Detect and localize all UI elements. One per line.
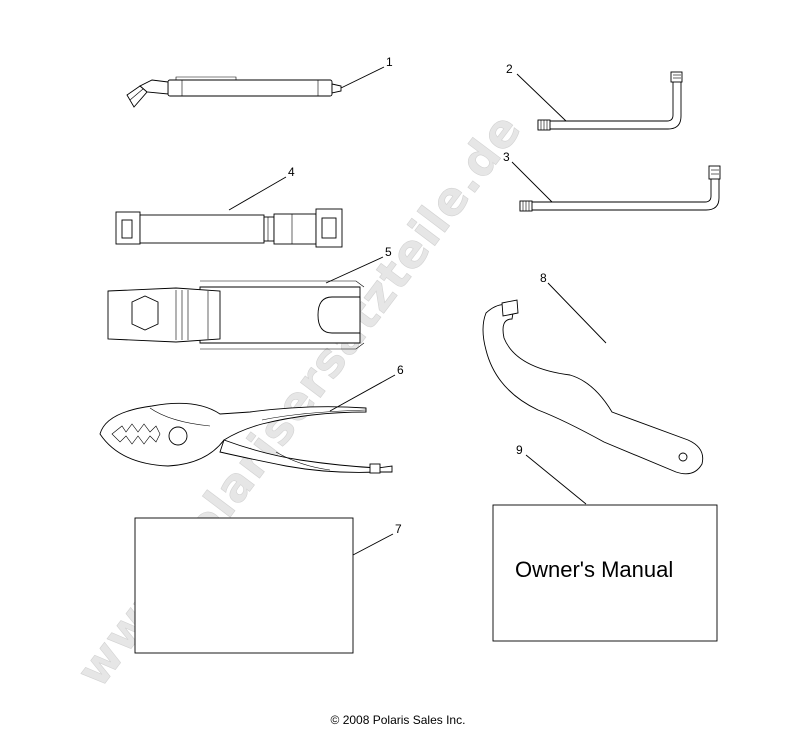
- callout-3: 3: [503, 150, 510, 164]
- leader-lines: [228, 66, 607, 556]
- part-7-document: [134, 517, 354, 654]
- part-9-owners-manual: Owner's Manual: [492, 504, 718, 642]
- part-1-tire-gauge: [126, 76, 342, 108]
- callout-7: 7: [395, 522, 402, 536]
- part-3-hex-key: [519, 165, 721, 212]
- callout-1: 1: [386, 55, 393, 69]
- part-8-spanner-wrench: [482, 299, 704, 475]
- part-6-pliers: [99, 402, 393, 474]
- callout-4: 4: [288, 165, 295, 179]
- part-5-combination-wrench: [107, 280, 365, 350]
- owners-manual-title: Owner's Manual: [515, 557, 673, 582]
- callout-2: 2: [506, 62, 513, 76]
- callout-6: 6: [397, 363, 404, 377]
- callout-5: 5: [385, 245, 392, 259]
- callout-9: 9: [516, 443, 523, 457]
- part-4-spark-plug-socket: [115, 208, 343, 248]
- copyright-notice: © 2008 Polaris Sales Inc.: [330, 713, 466, 727]
- part-2-hex-key: [537, 71, 683, 131]
- callout-8: 8: [540, 271, 547, 285]
- callout-numbers: 1 2 3 4 5 6 7 8 9: [288, 55, 547, 536]
